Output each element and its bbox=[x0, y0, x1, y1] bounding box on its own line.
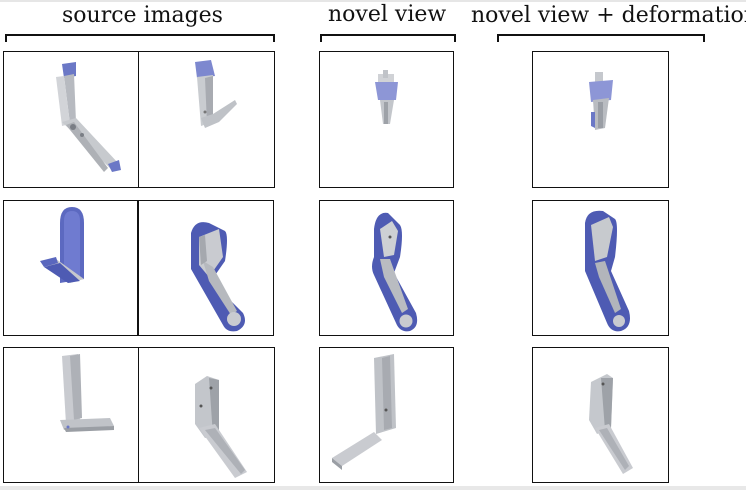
row3-source-image-1 bbox=[3, 347, 139, 483]
row1-source-image-1 bbox=[3, 51, 139, 188]
bracket-novel-view bbox=[320, 34, 456, 42]
top-rule bbox=[0, 0, 746, 2]
header-novel-view: novel view bbox=[328, 2, 447, 27]
row3-novel-view-deformation bbox=[532, 347, 669, 483]
row3-novel-view bbox=[319, 347, 454, 483]
header-source-images: source images bbox=[62, 3, 223, 28]
row2-novel-view-deformation bbox=[532, 200, 669, 336]
bottom-rule bbox=[0, 486, 746, 490]
row3-source-image-2 bbox=[139, 347, 275, 483]
header-novel-view-deformation: novel view + deformation bbox=[471, 3, 746, 28]
bracket-novel-view-deformation bbox=[497, 34, 705, 42]
bracket-source-images bbox=[5, 34, 275, 42]
row1-novel-view-deformation bbox=[532, 51, 669, 188]
row1-novel-view bbox=[319, 51, 454, 188]
row2-novel-view bbox=[319, 200, 454, 336]
row1-source-image-2 bbox=[139, 51, 275, 188]
row2-source-image-2 bbox=[137, 200, 274, 336]
row2-source-image-1 bbox=[3, 200, 139, 336]
